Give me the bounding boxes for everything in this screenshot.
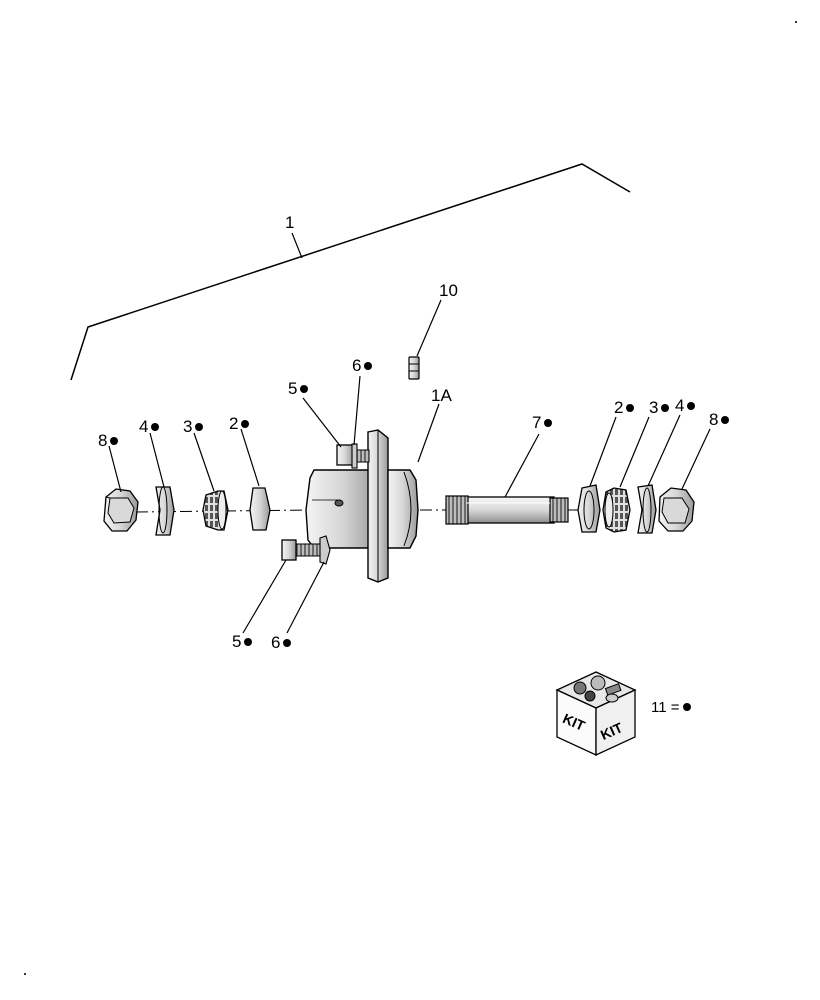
leader-2-right [589,416,617,487]
kit-dot-icon [195,422,204,431]
leader-2-left [240,428,260,487]
callout-10-text: 10 [439,281,458,300]
hex-nut-right-part [658,487,695,532]
kit-dot-icon [300,384,309,393]
leader-5-bottom [242,559,287,634]
callout-1: 1 [285,214,294,231]
grease-fitting-part [408,356,420,380]
callout-1-text: 1 [285,213,295,232]
kit-dot-icon [110,436,119,445]
callout-5-bottom: 5 [232,632,253,651]
hub-body-part [305,429,419,583]
callout-5-top: 5 [288,379,309,398]
callout-6-bottom: 6 [271,633,292,652]
seal-left-part [249,487,271,531]
kit-legend: 11 = [651,699,691,716]
kit-dot-icon [661,403,670,412]
kit-dot-icon [151,422,160,431]
kit-dot-icon [241,419,250,428]
leader-3-left [193,432,215,492]
callout-2-left-text: 2 [229,414,239,433]
callout-4-right: 4 [675,396,696,415]
leader-1 [291,232,303,259]
callout-6-top-text: 6 [352,356,362,375]
callout-6-bottom-text: 6 [271,633,281,652]
leader-10 [416,299,442,357]
callout-2-right-text: 2 [614,398,624,417]
callout-8-right: 8 [709,410,730,429]
bolt-bottom-part [281,539,321,561]
leader-3-right [619,416,650,488]
scan-speck [24,973,26,975]
kit-dot-icon [721,415,730,424]
assembly-bracket [70,163,631,381]
bearing-cone-left-part [202,490,229,531]
kit-box-icon: KIT KIT [555,671,637,757]
kit-dot-icon [544,418,553,427]
leader-4-left [149,432,165,488]
callout-10: 10 [439,282,458,299]
kit-legend-text: 11 = [651,699,680,716]
callout-8-right-text: 8 [709,410,719,429]
callout-7-text: 7 [532,413,542,432]
callout-1A-text: 1A [431,386,452,405]
kit-dot-icon [626,403,635,412]
callout-8-left: 8 [98,431,119,450]
callout-6-top: 6 [352,356,373,375]
hex-nut-left-part [103,488,139,532]
washer-top-part [351,443,358,469]
spindle-shaft-part [445,495,569,525]
kit-dot-icon [687,401,696,410]
callout-3-right-text: 3 [649,398,659,417]
bearing-cone-right-part [602,487,631,533]
callout-4-left-text: 4 [139,417,149,436]
callout-4-right-text: 4 [675,396,685,415]
kit-dot-icon [244,637,253,646]
callout-2-left: 2 [229,414,250,433]
callout-7: 7 [532,413,553,432]
callout-4-left: 4 [139,417,160,436]
leader-1A [417,403,440,463]
bearing-cup-left-part [155,486,175,536]
leader-6-top [353,375,361,446]
callout-3-right: 3 [649,398,670,417]
callout-8-left-text: 8 [98,431,108,450]
callout-1A: 1A [431,387,452,404]
leader-8-right [681,428,711,490]
leader-5-top [302,397,342,448]
leader-7 [504,433,540,498]
callout-3-left-text: 3 [183,417,193,436]
kit-dot-icon [682,703,691,712]
seal-right-part [577,484,601,533]
callout-5-bottom-text: 5 [232,632,242,651]
leader-8-left [108,445,122,493]
leader-6-bottom [286,561,325,634]
leader-4-right [647,414,681,487]
kit-dot-icon [283,638,292,647]
callout-3-left: 3 [183,417,204,436]
callout-2-right: 2 [614,398,635,417]
kit-dot-icon [364,361,373,370]
bearing-cup-right-part [637,484,657,534]
callout-5-top-text: 5 [288,379,298,398]
washer-bottom-part [319,535,331,565]
scan-speck [795,21,797,23]
